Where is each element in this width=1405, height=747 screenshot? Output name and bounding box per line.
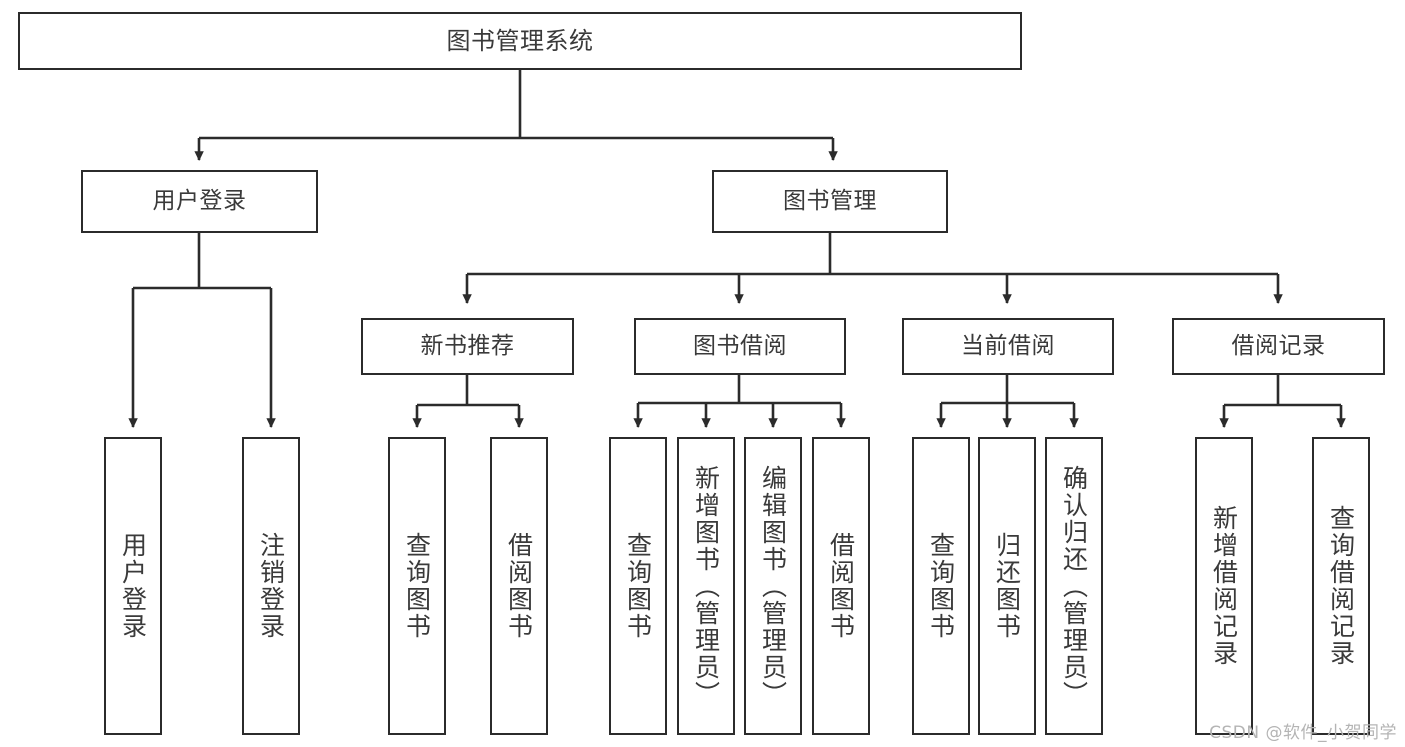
node-leaf-borrow-book-1[interactable]: 借阅图书 bbox=[490, 437, 548, 735]
node-current-borrow-label: 当前借阅 bbox=[961, 332, 1055, 359]
node-book-manage-label: 图书管理 bbox=[783, 187, 877, 214]
node-leaf-edit-book-label: 编辑图书（管理员） bbox=[758, 464, 788, 708]
node-leaf-logout-login-label: 注销登录 bbox=[256, 532, 286, 640]
node-leaf-user-login[interactable]: 用户登录 bbox=[104, 437, 162, 735]
node-leaf-edit-book[interactable]: 编辑图书（管理员） bbox=[744, 437, 802, 735]
node-leaf-return-book[interactable]: 归还图书 bbox=[978, 437, 1036, 735]
node-leaf-logout-login[interactable]: 注销登录 bbox=[242, 437, 300, 735]
node-leaf-query-book-1[interactable]: 查询图书 bbox=[388, 437, 446, 735]
node-leaf-borrow-book-2[interactable]: 借阅图书 bbox=[812, 437, 870, 735]
node-leaf-query-book-3[interactable]: 查询图书 bbox=[912, 437, 970, 735]
node-root[interactable]: 图书管理系统 bbox=[18, 12, 1022, 70]
node-new-book-recommend[interactable]: 新书推荐 bbox=[361, 318, 574, 375]
csdn-watermark: CSDN @软件_小贺同学 bbox=[1209, 723, 1397, 743]
node-borrow-record-label: 借阅记录 bbox=[1231, 332, 1326, 359]
node-root-label: 图书管理系统 bbox=[446, 26, 594, 55]
node-leaf-query-record[interactable]: 查询借阅记录 bbox=[1312, 437, 1370, 735]
node-borrow-record[interactable]: 借阅记录 bbox=[1172, 318, 1385, 375]
node-leaf-user-login-label: 用户登录 bbox=[118, 532, 148, 640]
node-leaf-add-book-label: 新增图书（管理员） bbox=[691, 464, 721, 708]
node-leaf-add-record[interactable]: 新增借阅记录 bbox=[1195, 437, 1253, 735]
node-leaf-query-book-2-label: 查询图书 bbox=[623, 532, 653, 640]
node-leaf-borrow-book-2-label: 借阅图书 bbox=[826, 532, 856, 640]
node-leaf-return-book-label: 归还图书 bbox=[992, 532, 1022, 640]
node-leaf-query-book-2[interactable]: 查询图书 bbox=[609, 437, 667, 735]
node-book-borrow[interactable]: 图书借阅 bbox=[634, 318, 846, 375]
node-current-borrow[interactable]: 当前借阅 bbox=[902, 318, 1114, 375]
node-leaf-confirm-return[interactable]: 确认归还（管理员） bbox=[1045, 437, 1103, 735]
node-book-borrow-label: 图书借阅 bbox=[693, 332, 787, 359]
node-new-book-recommend-label: 新书推荐 bbox=[420, 332, 515, 359]
node-leaf-query-book-3-label: 查询图书 bbox=[926, 532, 956, 640]
node-leaf-query-book-1-label: 查询图书 bbox=[402, 532, 432, 640]
node-user-login-label: 用户登录 bbox=[152, 187, 247, 214]
node-leaf-add-book[interactable]: 新增图书（管理员） bbox=[677, 437, 735, 735]
node-leaf-borrow-book-1-label: 借阅图书 bbox=[504, 532, 534, 640]
node-user-login[interactable]: 用户登录 bbox=[81, 170, 318, 233]
node-book-manage[interactable]: 图书管理 bbox=[712, 170, 948, 233]
node-leaf-add-record-label: 新增借阅记录 bbox=[1209, 505, 1239, 667]
node-leaf-query-record-label: 查询借阅记录 bbox=[1326, 505, 1356, 667]
node-leaf-confirm-return-label: 确认归还（管理员） bbox=[1059, 464, 1089, 708]
